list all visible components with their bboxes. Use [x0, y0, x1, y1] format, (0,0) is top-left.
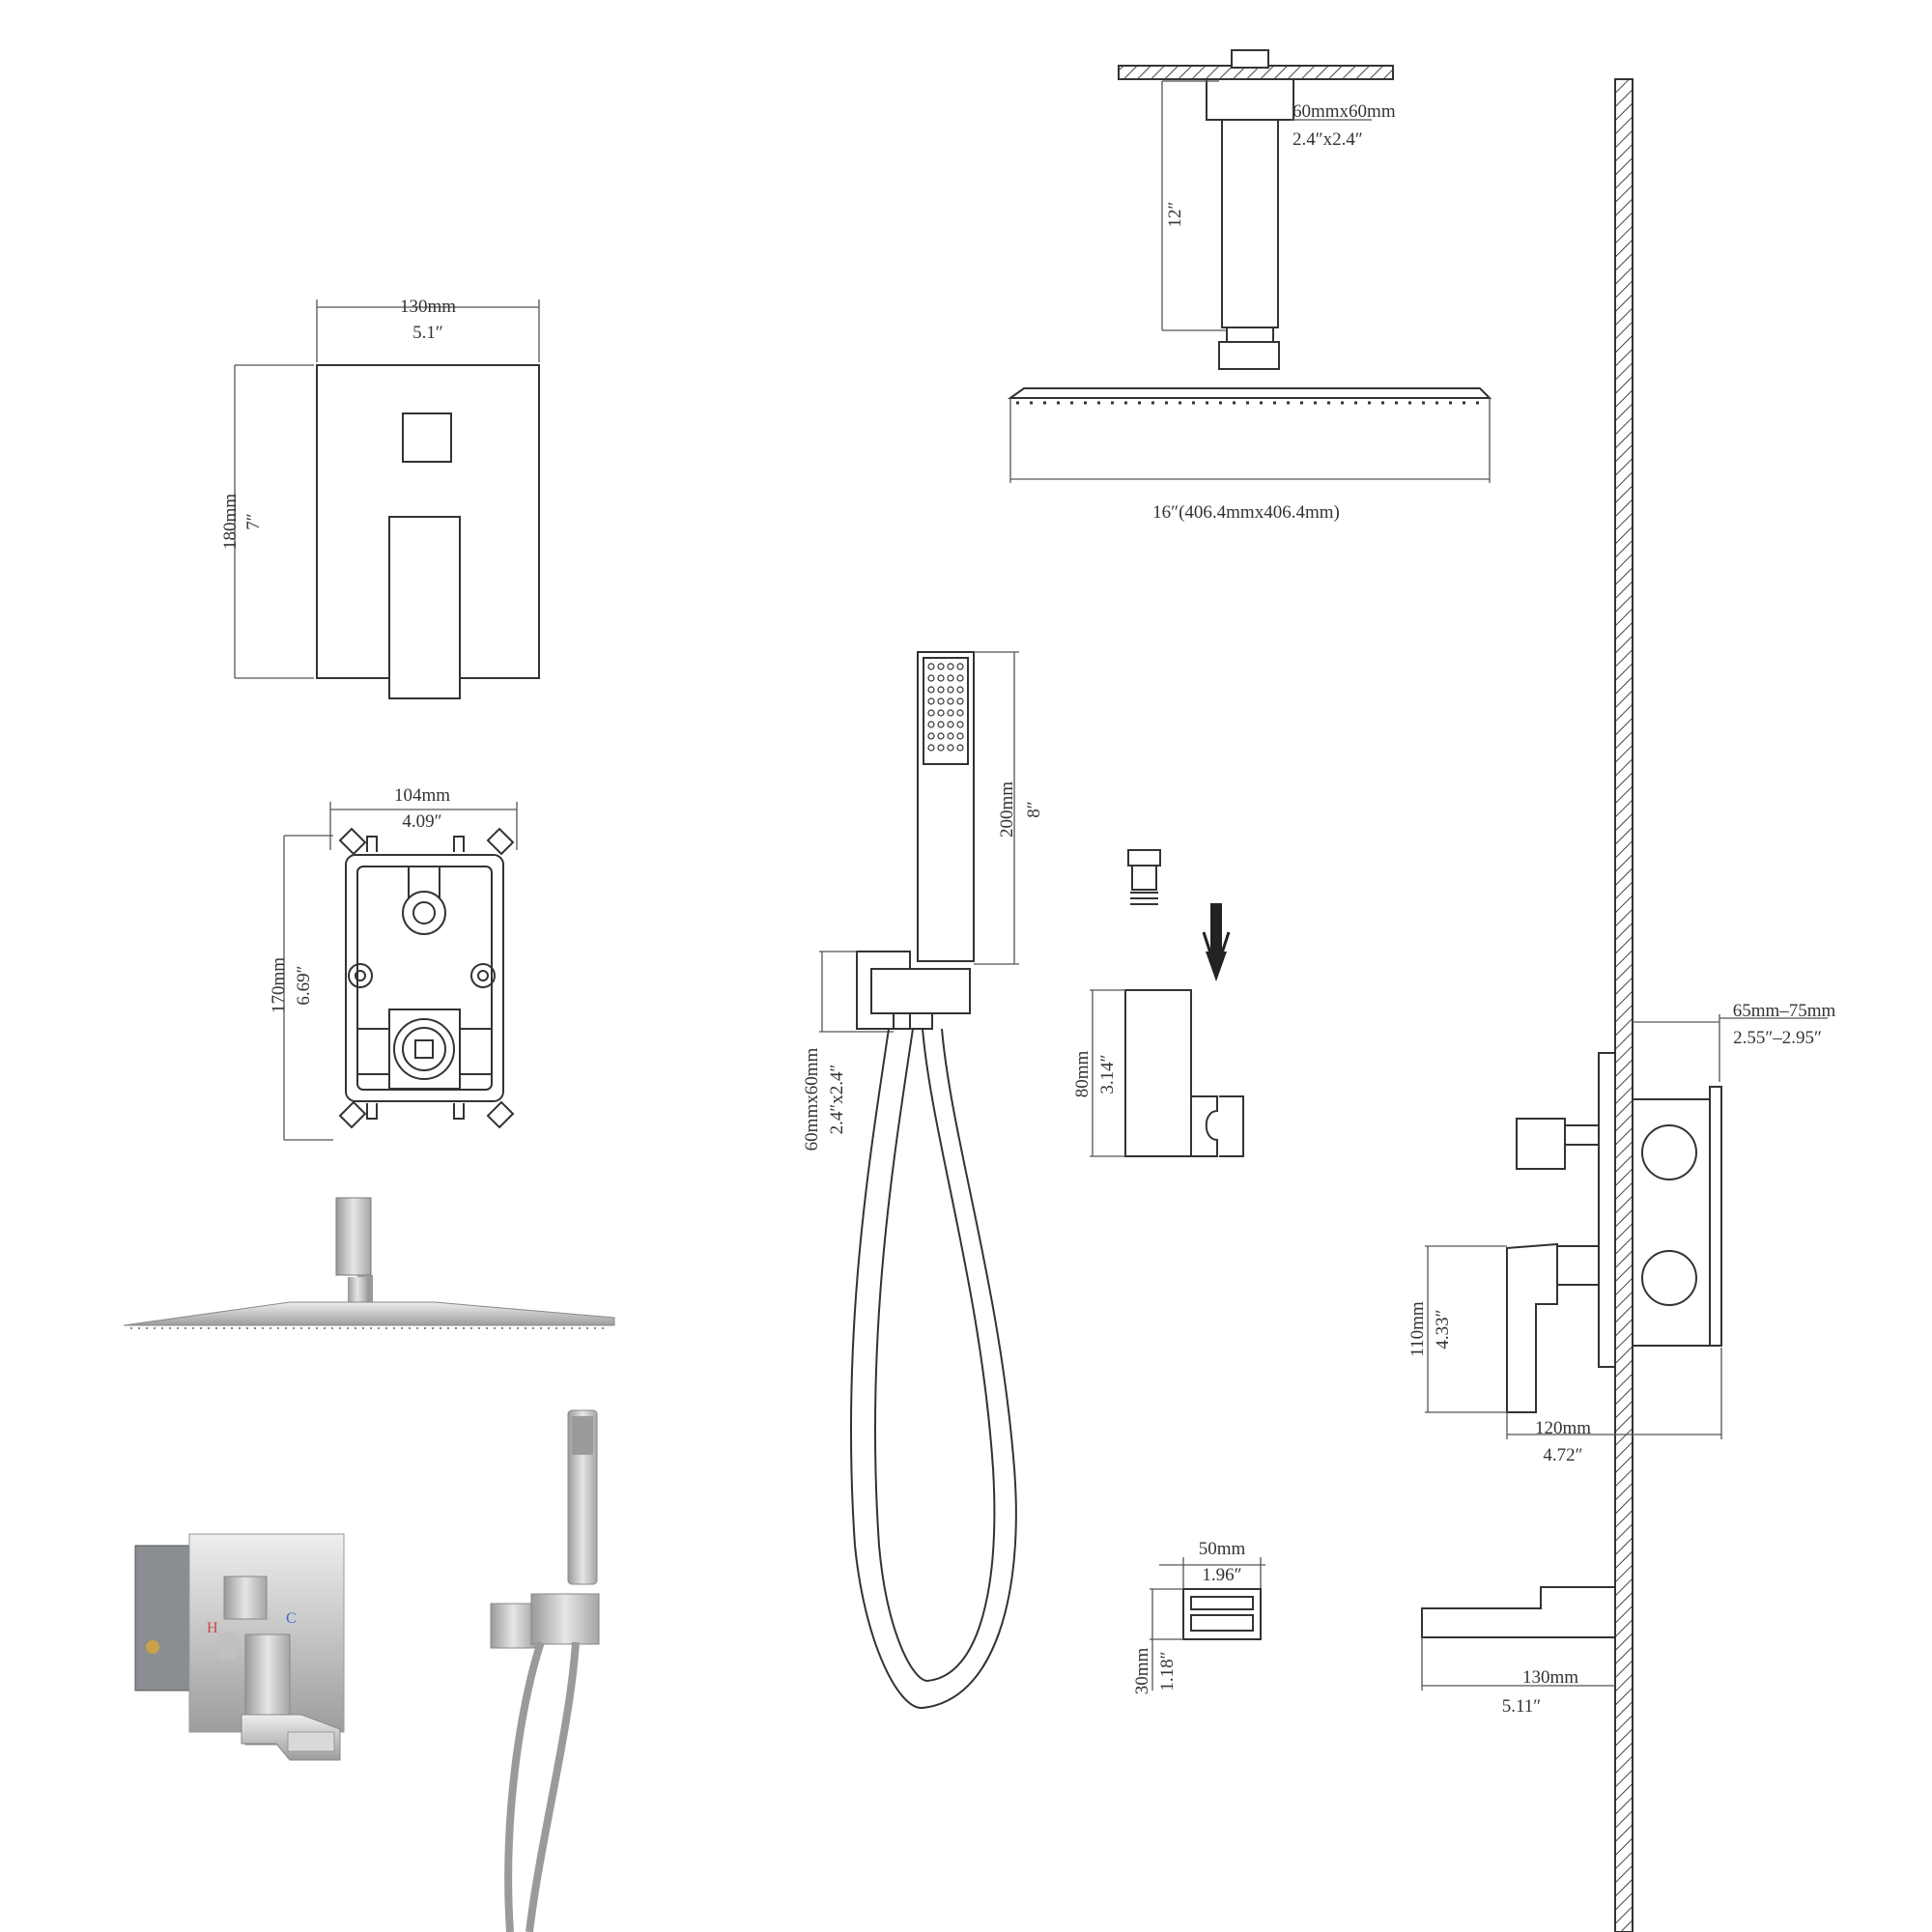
holder-detail-drawing: 80mm 3.14″ [1072, 849, 1244, 1157]
outlet-size-in: 2.4″x2.4″ [827, 1065, 847, 1135]
holder-height-in: 3.14″ [1097, 1054, 1118, 1094]
outlet-height-in: 1.18″ [1157, 1651, 1178, 1690]
trim-height-mm: 180mm [220, 494, 241, 550]
body-width-in: 4.09″ [402, 811, 441, 832]
body-height-in: 6.69″ [294, 965, 314, 1005]
hot-label: H [207, 1620, 218, 1636]
hand-length-in: 8″ [1024, 801, 1044, 817]
wall-profile-drawing: 65mm–75mm 2.55″–2.95″ 110mm 4.33″ 120mm … [1407, 78, 1836, 1932]
flange-size-in: 2.4″x2.4″ [1293, 129, 1363, 150]
outlet-height-mm: 30mm [1132, 1648, 1152, 1695]
box-depth-in: 2.55″–2.95″ [1733, 1028, 1822, 1048]
valve-trim-drawing: 130mm 5.1″ 180mm 7″ [220, 297, 540, 699]
spout-length-mm: 130mm [1522, 1667, 1578, 1688]
spout-outlet-drawing: 50mm 1.96″ 30mm 1.18″ [1132, 1539, 1265, 1694]
outlet-size-mm: 60mmx60mm [802, 1047, 822, 1151]
valve-body-drawing: 104mm 4.09″ 170mm 6.69″ [269, 785, 518, 1141]
head-size: 16″(406.4mmx406.4mm) [1152, 502, 1340, 523]
outlet-width-mm: 50mm [1199, 1539, 1246, 1559]
shower-head-drawing: 16″(406.4mmx406.4mm) [1007, 387, 1492, 523]
handle-depth-in: 4.72″ [1543, 1445, 1582, 1465]
trim-width-in: 5.1″ [412, 323, 443, 343]
tub-spout-photo [241, 1714, 341, 1761]
rain-shower-head-photo [123, 1197, 615, 1329]
body-height-mm: 170mm [269, 957, 289, 1013]
handle-height-mm: 110mm [1407, 1301, 1428, 1357]
hand-shower-drawing: 200mm 8″ 60mmx60mm 2.4″x2.4″ [802, 651, 1044, 1710]
body-width-mm: 104mm [394, 785, 450, 806]
flange-size-mm: 60mmx60mm [1293, 101, 1396, 122]
box-depth-mm: 65mm–75mm [1733, 1001, 1836, 1021]
holder-height-mm: 80mm [1072, 1051, 1093, 1098]
valve-trim-photo: H C [134, 1533, 345, 1746]
trim-height-in: 7″ [243, 513, 264, 529]
cold-label: C [286, 1610, 297, 1627]
hand-shower-photo [490, 1409, 600, 1932]
handle-depth-mm: 120mm [1535, 1418, 1591, 1438]
outlet-width-in: 1.96″ [1202, 1565, 1241, 1585]
arm-length: 12″ [1165, 202, 1185, 228]
spout-length-in: 5.11″ [1502, 1696, 1541, 1717]
trim-width-mm: 130mm [400, 297, 456, 317]
shower-arm-drawing: 60mmx60mm 2.4″x2.4″ 12″ [1118, 49, 1396, 370]
handle-height-in: 4.33″ [1433, 1309, 1453, 1349]
hand-length-mm: 200mm [997, 781, 1017, 838]
